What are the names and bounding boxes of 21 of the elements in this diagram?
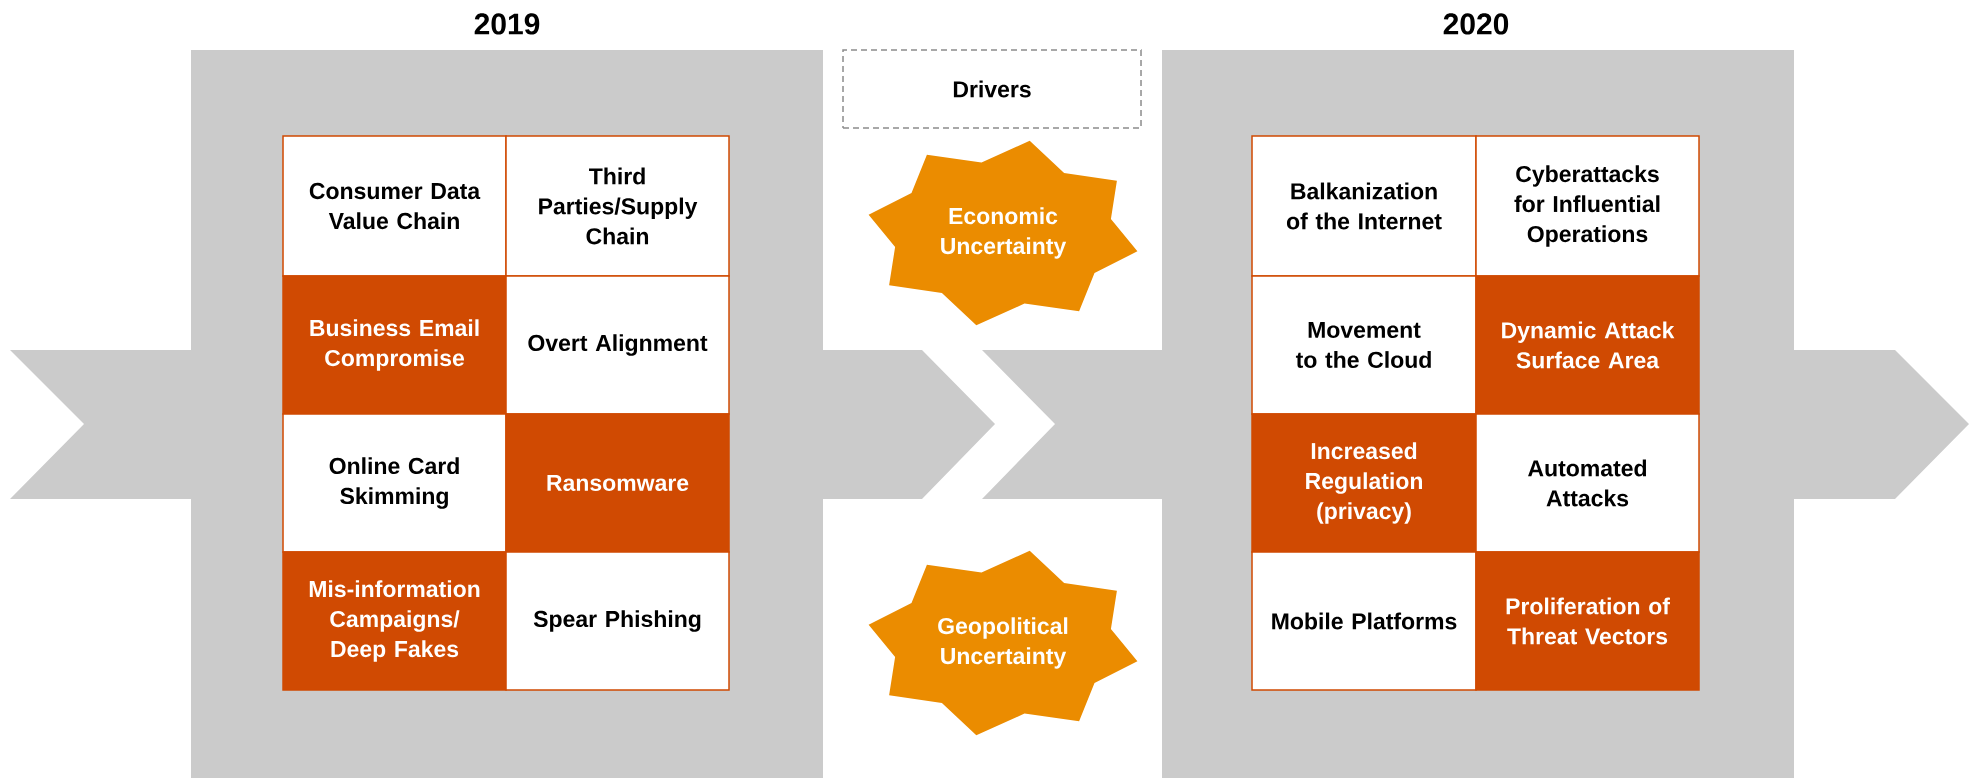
dashed-box: Drivers (842, 49, 1142, 129)
trend-cell: Overt Alignment (505, 275, 730, 415)
trend-cell: Mobile Platforms (1251, 551, 1477, 691)
trend-cell: Proliferation of Threat Vectors (1475, 551, 1700, 691)
trend-cell: Ransomware (505, 413, 730, 553)
trend-cell: Spear Phishing (505, 551, 730, 691)
trend-cell: Movement to the Cloud (1251, 275, 1477, 415)
trend-cell: Online Card Skimming (282, 413, 507, 553)
starburst: Geopolitical Uncertainty (868, 550, 1138, 736)
trend-cell: Balkanization of the Internet (1251, 135, 1477, 277)
trend-cell: Business Email Compromise (282, 275, 507, 415)
trend-cell: Consumer Data Value Chain (282, 135, 507, 277)
trend-cell: Increased Regulation (privacy) (1251, 413, 1477, 553)
year-heading: 2020 (1443, 13, 1509, 35)
trend-cell: Dynamic Attack Surface Area (1475, 275, 1700, 415)
year-heading: 2019 (474, 13, 540, 35)
trend-cell: Third Parties/Supply Chain (505, 135, 730, 277)
starburst: Economic Uncertainty (868, 140, 1138, 326)
trend-cell: Automated Attacks (1475, 413, 1700, 553)
trend-cell: Mis-information Campaigns/ Deep Fakes (282, 551, 507, 691)
trend-cell: Cyberattacks for Influential Operations (1475, 135, 1700, 277)
